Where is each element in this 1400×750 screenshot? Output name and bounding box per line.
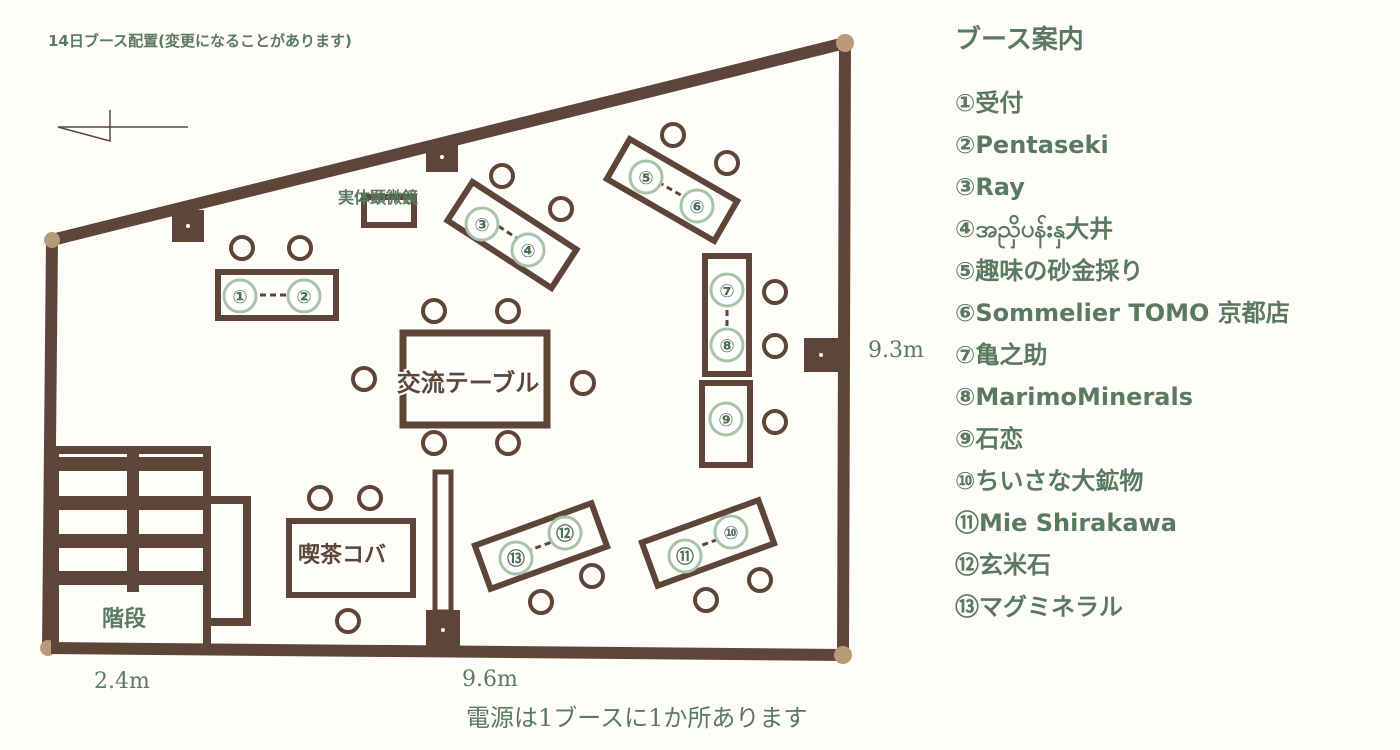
booth-table-3-4: ③ ④ (443, 163, 581, 293)
booth-table-7-8: ⑦ ⑧ (702, 253, 788, 377)
booth-number: ④ (520, 241, 535, 262)
exchange-table-label: 交流テーブル (397, 369, 540, 397)
corner-pillar (834, 646, 852, 664)
list-item: ②Pentaseki (955, 131, 1109, 159)
booth-number: ⑩ (723, 523, 738, 544)
north-arrow-icon (57, 110, 188, 142)
list-item: ⑤趣味の砂金採り (955, 257, 1144, 285)
booth-number: ③ (474, 215, 489, 236)
list-item: ⑥Sommelier TOMO 京都店 (955, 299, 1290, 327)
booth-number: ⑫ (556, 523, 574, 545)
list-item: ④အညှိပန်းနှ大井 (955, 215, 1114, 243)
booth-guide: ブース案内 ①受付 ②Pentaseki ③Ray ④အညှိပန်းနှ大井 … (955, 20, 1385, 628)
page-title: 14日ブース配置(変更になることがあります) (48, 32, 352, 50)
booth-guide-list: ①受付 ②Pentaseki ③Ray ④အညှိပန်းနှ大井 ⑤趣味の砂金… (955, 82, 1385, 628)
list-item: ⑩ちいさな大鉱物 (955, 467, 1144, 495)
list-item: ⑬マグミネラル (955, 593, 1123, 621)
partition (432, 469, 454, 615)
booth-number: ⑤ (638, 168, 653, 189)
booth-table-12-13: ⑬ ⑫ (471, 499, 611, 615)
booth-number: ⑬ (507, 548, 525, 570)
dimension-right: 9.3m (868, 338, 924, 363)
list-item: ①受付 (955, 89, 1024, 117)
booth-number: ⑨ (718, 410, 733, 431)
microscope-label: 実体顕微鏡 (338, 188, 418, 207)
booth-table-10-11: ⑪ ⑩ (638, 496, 778, 613)
booth-guide-title: ブース案内 (955, 25, 1084, 55)
booth-table-1-2: ① ② (215, 235, 339, 321)
booth-number: ⑧ (719, 336, 734, 357)
booth-number: ⑪ (676, 546, 694, 568)
list-item: ⑦亀之助 (955, 341, 1048, 369)
corner-pillar (44, 232, 60, 248)
microscope-table (361, 194, 417, 228)
stairs-label: 階段 (102, 606, 146, 632)
list-item: ⑫玄米石 (955, 551, 1051, 579)
booth-number: ⑥ (689, 197, 704, 218)
list-item: ⑪Mie Shirakawa (955, 509, 1177, 537)
cafe-table: 喫茶コバ (286, 485, 416, 634)
power-outlets (172, 142, 838, 650)
booth-number: ① (232, 287, 247, 308)
corner-pillar (836, 34, 854, 52)
list-item: ⑨石恋 (955, 425, 1024, 453)
list-item: ③Ray (955, 173, 1025, 201)
cafe-label: 喫茶コバ (298, 542, 386, 568)
booth-number: ② (296, 287, 311, 308)
exchange-table: 交流テーブル (351, 298, 596, 456)
list-item: ⑧MarimoMinerals (955, 383, 1193, 411)
booth-table-9: ⑨ (699, 380, 788, 468)
dimension-bottom-center: 9.6m (462, 667, 518, 692)
dimension-bottom-left: 2.4m (94, 669, 150, 694)
booth-table-5-6: ⑤ ⑥ (602, 122, 742, 246)
power-note: 電源は1ブースに1か所あります (466, 704, 807, 732)
stairs: 階段 (51, 446, 251, 654)
booth-number: ⑦ (719, 281, 734, 302)
